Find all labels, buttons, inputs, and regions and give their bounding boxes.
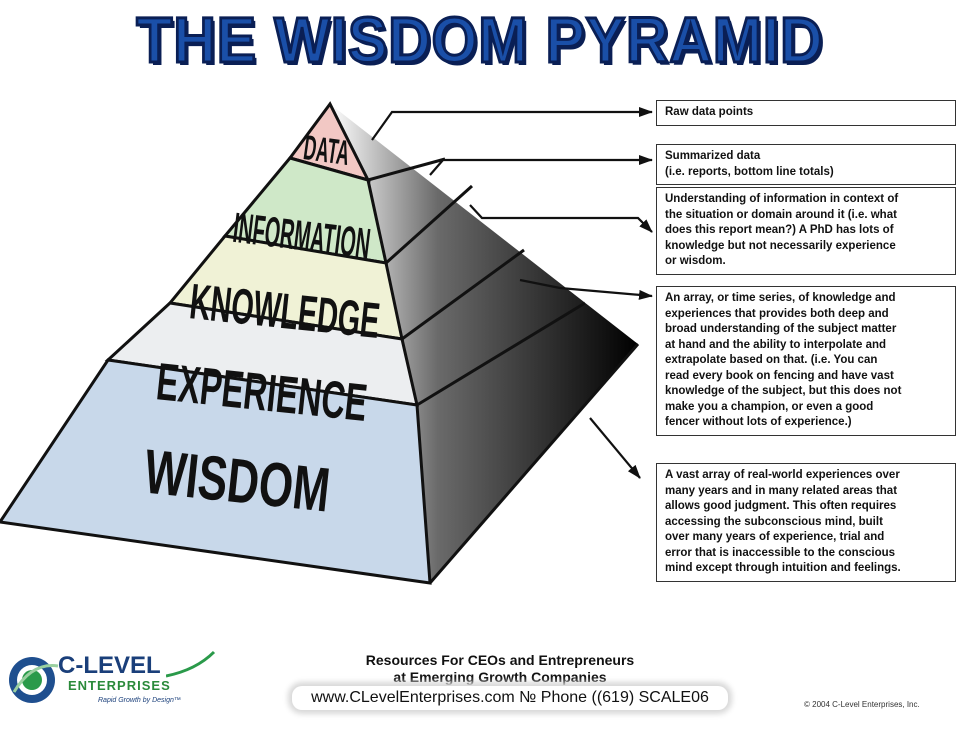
footer-line-2: at Emerging Growth Companies	[393, 669, 607, 685]
swoosh-icon	[166, 650, 216, 678]
description-line: over many years of experience, trial and	[665, 531, 885, 543]
description-box-information: Summarized data (i.e. reports, bottom lin…	[656, 144, 956, 185]
description-line: (i.e. reports, bottom line totals)	[665, 165, 834, 178]
logo-name: C-LEVEL	[58, 652, 161, 679]
description-line: does this report mean?) A PhD has lots o…	[665, 224, 894, 236]
description-line: experiences that provides both deep and	[665, 307, 889, 320]
description-line: make you a champion, or even a good	[665, 400, 874, 413]
tier-edge-2	[384, 184, 474, 265]
description-box-knowledge: Understanding of information in context …	[656, 187, 956, 275]
tier-edge-1	[367, 157, 446, 182]
description-line: fencer without lots of experience.)	[665, 416, 852, 428]
arrow-information	[429, 155, 653, 176]
description-line: broad understanding of the subject matte…	[665, 323, 897, 335]
description-line: accessing the subconscious mind, built	[665, 515, 883, 528]
arrow-wisdom	[589, 417, 641, 479]
description-box-experience: An array, or time series, of knowledge a…	[656, 286, 956, 436]
description-line: at hand and the ability to interpolate a…	[665, 338, 887, 351]
description-line: Summarized data	[665, 150, 761, 162]
arrow-knowledge	[469, 204, 653, 233]
description-line: mind except through intuition and feelin…	[665, 562, 901, 574]
tier-edge-4	[416, 301, 586, 407]
arrow-experience	[519, 278, 653, 300]
description-line: the situation or domain around it (i.e. …	[665, 208, 897, 221]
logo-tagline: Rapid Growth by Design™	[98, 697, 181, 704]
tier-edge-5	[428, 343, 640, 584]
description-line: read every book on fencing and have vast	[665, 369, 894, 382]
description-line: An array, or time series, of knowledge a…	[665, 292, 896, 304]
page-title: THE WISDOM PYRAMID	[135, 3, 824, 78]
description-line: Raw data points	[665, 106, 754, 118]
company-logo: C-LEVEL ENTERPRISES Rapid Growth by Desi…	[6, 650, 236, 710]
arrow-data	[371, 107, 653, 141]
description-line: extrapolate based on that. (i.e. You can	[665, 354, 878, 366]
tier-edge-3	[401, 248, 525, 341]
footer-web-phone[interactable]: www.CLevelEnterprises.com № Phone ((619)…	[292, 686, 728, 710]
copyright: © 2004 C-Level Enterprises, Inc.	[804, 700, 920, 709]
description-line: allows good judgment. This often require…	[665, 500, 897, 512]
description-box-wisdom: A vast array of real-world experiences o…	[656, 463, 956, 582]
description-line: many years and in many related areas tha…	[665, 484, 898, 497]
description-line: error that is inaccessible to the consci…	[665, 546, 896, 559]
description-line: knowledge but not necessarily experience	[665, 239, 896, 252]
description-line: A vast array of real-world experiences o…	[665, 469, 900, 481]
logo-subtitle: ENTERPRISES	[68, 678, 171, 693]
tier-label-data: DATA	[301, 127, 352, 172]
footer-line-1: Resources For CEOs and Entrepreneurs	[365, 652, 635, 668]
description-line: or wisdom.	[665, 255, 726, 267]
description-line: knowledge of the subject, but this does …	[665, 385, 902, 397]
description-line: Understanding of information in context …	[665, 193, 899, 205]
description-box-data: Raw data points	[656, 100, 956, 126]
globe-logo-icon	[9, 657, 59, 703]
